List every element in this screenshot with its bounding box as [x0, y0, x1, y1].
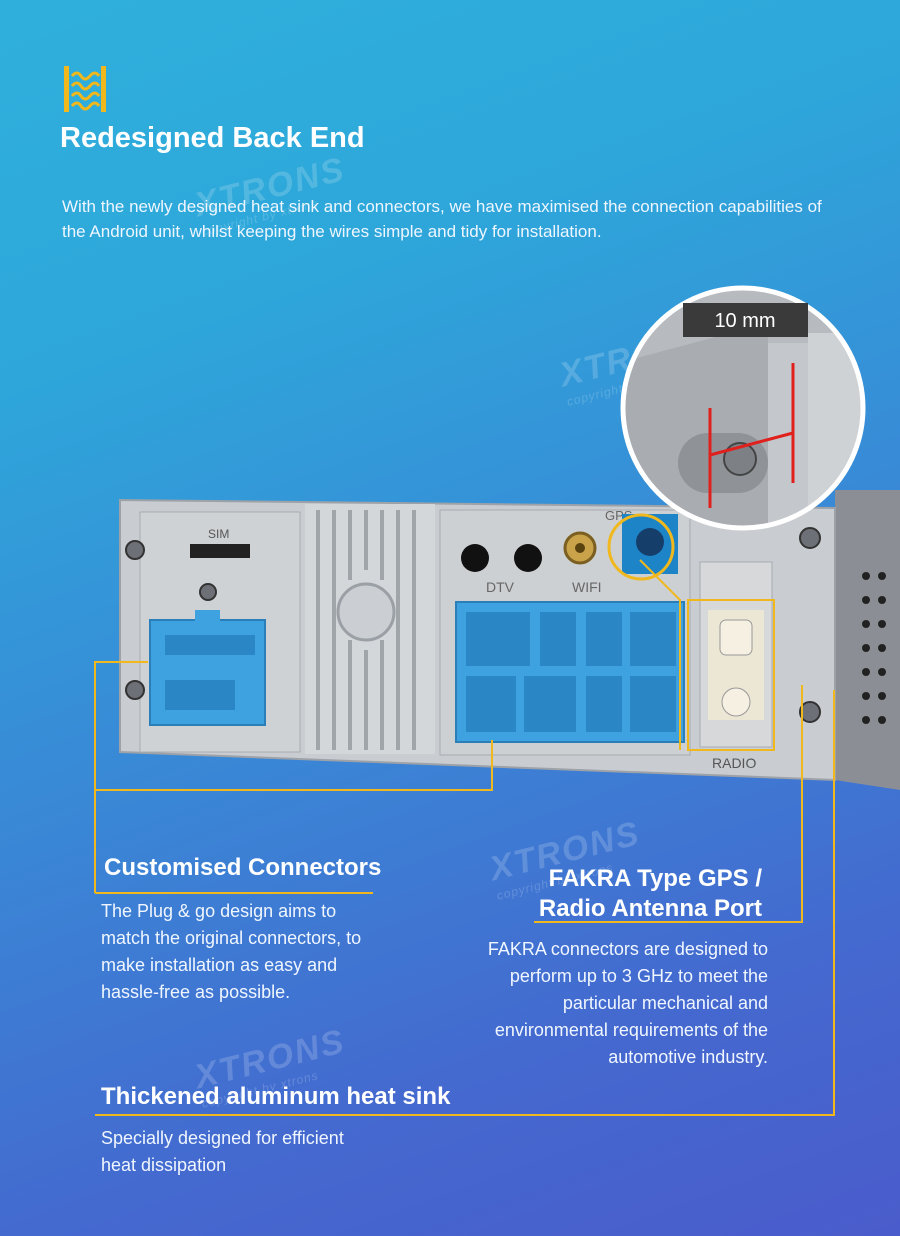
feature-title-fakra: FAKRA Type GPS / Radio Antenna Port	[539, 864, 762, 924]
wifi-label: WIFI	[572, 579, 602, 595]
feature-desc-connectors: The Plug & go design aims to match the o…	[101, 901, 362, 1002]
measure-label-box	[683, 303, 808, 337]
sim-slot	[190, 544, 250, 558]
sim-label: SIM	[208, 527, 229, 541]
zoom-detail: 10 mm	[620, 285, 866, 531]
feature-title-connectors: Customised Connectors	[104, 854, 382, 881]
dtv-label: DTV	[486, 579, 515, 595]
dtv-port	[461, 544, 489, 572]
intro-text: With the newly designed heat sink and co…	[62, 197, 822, 241]
feature-desc-heatsink: Specially designed for efficient heat di…	[101, 1128, 344, 1175]
measure-label: 10 mm	[714, 310, 775, 332]
page-title: Redesigned Back End	[60, 122, 365, 154]
heat-waves-icon	[64, 66, 106, 112]
feature-title-heatsink: Thickened aluminum heat sink	[101, 1083, 451, 1110]
device-back-panel: SIM DTV WIFI GPS	[119, 490, 900, 790]
radio-label: RADIO	[712, 755, 756, 771]
feature-title-fakra-line2: Radio Antenna Port	[538, 895, 762, 922]
usb-port	[514, 544, 542, 572]
feature-title-fakra-line1: FAKRA Type GPS /	[548, 865, 762, 892]
feature-desc-fakra: FAKRA connectors are designed to perform…	[487, 939, 768, 1067]
